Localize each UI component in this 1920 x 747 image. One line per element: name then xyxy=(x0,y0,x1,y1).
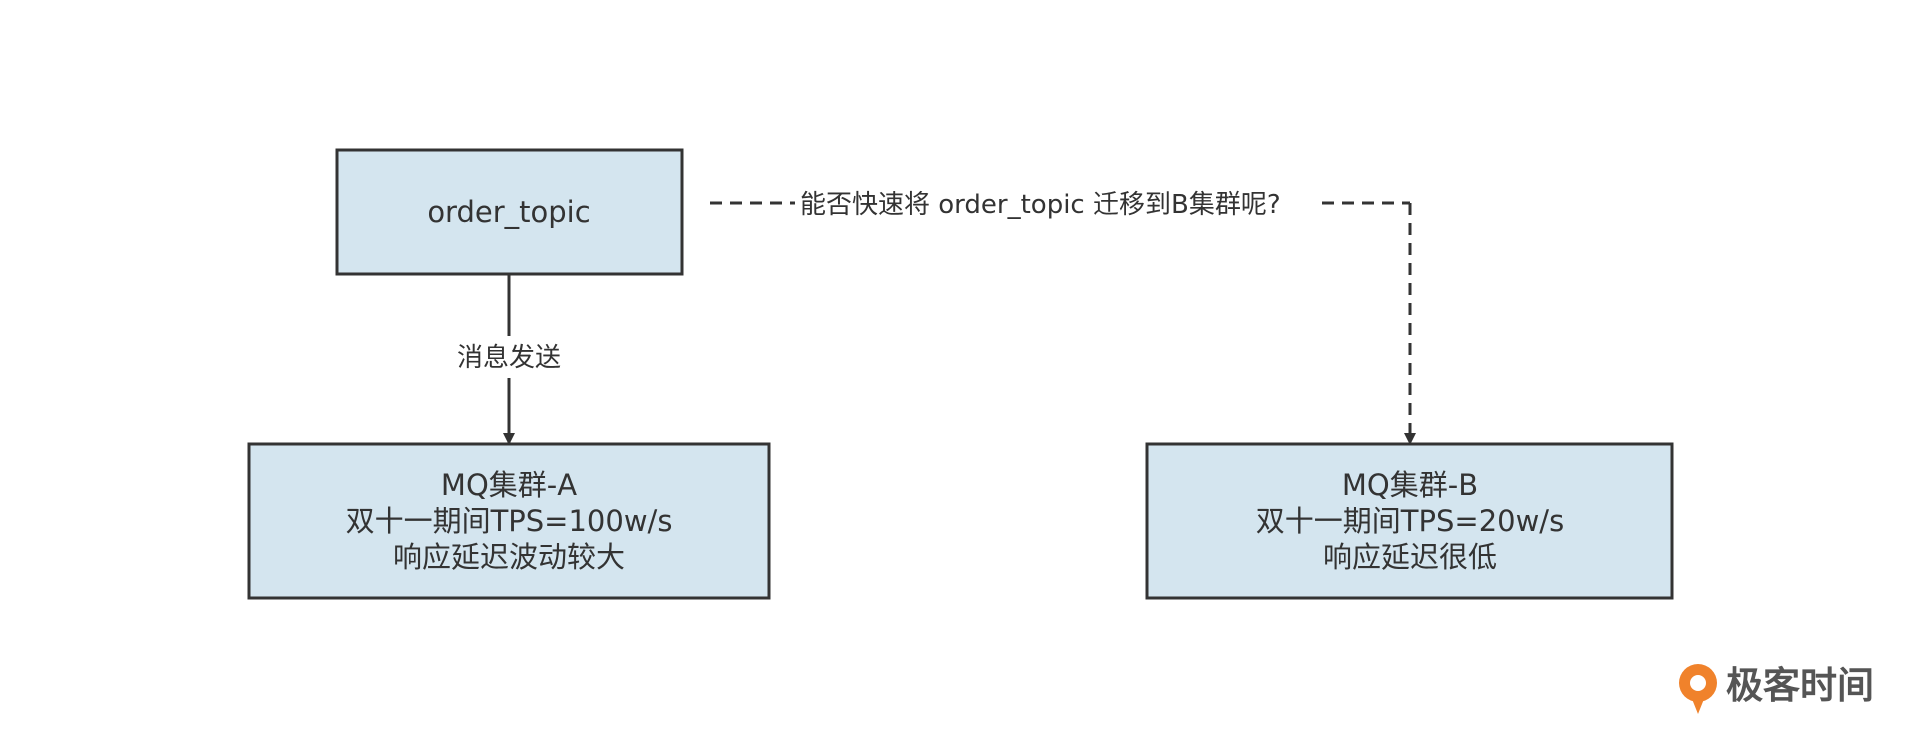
brand-name: 极客时间 xyxy=(1726,664,1874,707)
node-cluster-b-line-2: 双十一期间TPS=20w/s xyxy=(1256,504,1564,538)
node-cluster-b-line-1: MQ集群-B xyxy=(1342,468,1478,502)
edge-send: 消息发送 xyxy=(457,274,561,445)
geektime-logo-icon xyxy=(1679,664,1717,714)
node-cluster-a-line-2: 双十一期间TPS=100w/s xyxy=(346,504,673,538)
node-cluster-a-box xyxy=(247,442,771,600)
node-order-topic-box xyxy=(335,148,684,276)
node-cluster-a[interactable]: MQ集群-A 双十一期间TPS=100w/s 响应延迟波动较大 xyxy=(247,442,771,600)
node-order-topic-label: order_topic xyxy=(427,195,590,229)
edge-migrate: 能否快速将 order_topic 迁移到B集群呢? xyxy=(710,190,1416,445)
node-cluster-b-line-3: 响应延迟很低 xyxy=(1323,540,1497,574)
node-cluster-a-line-1: MQ集群-A xyxy=(441,468,577,502)
node-cluster-b[interactable]: MQ集群-B 双十一期间TPS=20w/s 响应延迟很低 xyxy=(1145,442,1674,600)
node-order-topic[interactable]: order_topic xyxy=(335,148,684,276)
node-cluster-a-line-3: 响应延迟波动较大 xyxy=(393,540,625,574)
brand-watermark: 极客时间 xyxy=(1679,664,1874,714)
edge-migrate-label: 能否快速将 order_topic 迁移到B集群呢? xyxy=(800,190,1281,220)
edge-send-label: 消息发送 xyxy=(457,343,561,373)
